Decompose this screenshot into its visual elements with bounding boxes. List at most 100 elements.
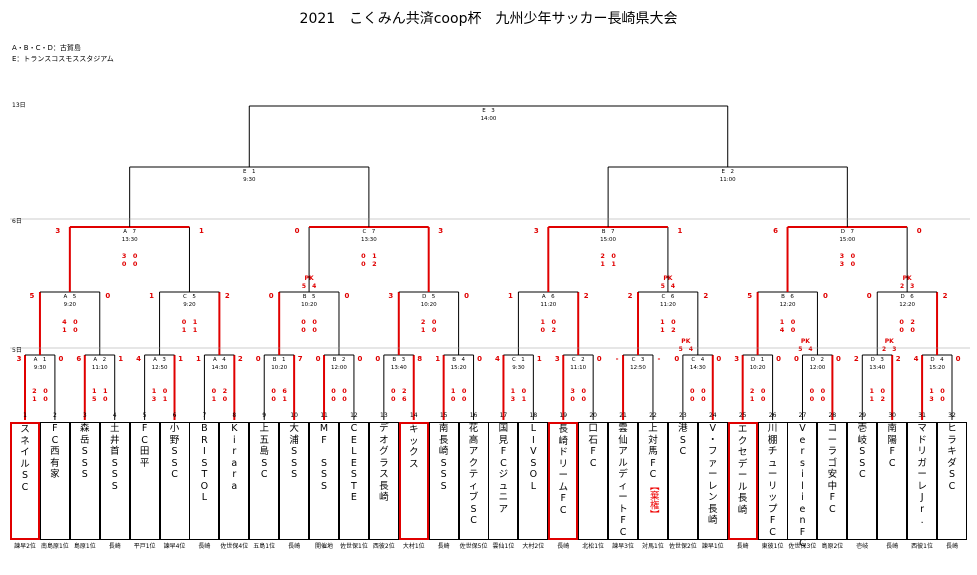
half-score: 0 2 [391, 387, 407, 395]
score-right: 8 [417, 355, 422, 363]
half-score: 1 0 [750, 395, 766, 403]
team-qualifier: 島原2位 [821, 543, 844, 550]
score-right: 0 [956, 355, 961, 363]
match-code: A 7 [123, 229, 136, 235]
half-score: 0 2 [541, 326, 557, 334]
half-score: 0 1 [361, 252, 377, 260]
score-left: 3 [388, 292, 393, 300]
match-time: 15:00 [600, 237, 616, 243]
match-code: D 7 [841, 229, 855, 235]
match-time: 15:00 [839, 237, 855, 243]
score-left: 6 [76, 355, 81, 363]
half-score: 3 0 [929, 395, 945, 403]
team-qualifier: 対馬1位 [642, 543, 664, 550]
score-right: 0 [716, 355, 721, 363]
team-qualifier: 佐世保4位 [220, 543, 249, 550]
match-time: 12:00 [331, 365, 347, 371]
match-time: 9:30 [512, 365, 525, 371]
half-score: 1 0 [511, 387, 527, 395]
score-right: 3 [438, 227, 443, 235]
half-score: 0 6 [271, 387, 287, 395]
half-score: 0 0 [451, 395, 467, 403]
match-time: 12:20 [899, 302, 915, 308]
half-score: 0 0 [331, 387, 347, 395]
half-score: 3 0 [570, 387, 586, 395]
score-left: 1 [149, 292, 154, 300]
match-time: 13:30 [122, 237, 138, 243]
score-right: 1 [178, 355, 183, 363]
half-score: 1 0 [780, 318, 796, 326]
half-score: 0 2 [212, 387, 228, 395]
half-score: 1 1 [600, 260, 616, 268]
match-code: C 4 [691, 357, 704, 363]
team-number: 3 [82, 412, 87, 419]
match-code: B 4 [452, 357, 465, 363]
half-score: 0 1 [182, 318, 198, 326]
match-code: E 2 [721, 169, 733, 175]
pk-score: 5 4 [679, 346, 693, 353]
team-qualifier: 諫早2位 [14, 543, 36, 550]
score-left: 0 [295, 227, 300, 235]
team-number: 1 [23, 412, 27, 419]
score-right: 1 [537, 355, 542, 363]
team-number: 16 [469, 412, 478, 419]
team-qualifier: 佐世保5位 [459, 543, 488, 550]
half-score: 1 2 [660, 326, 676, 334]
team-qualifier: 島原1位 [73, 543, 96, 550]
half-score: 1 0 [929, 387, 945, 395]
score-right: 0 [597, 355, 602, 363]
match-code: D 1 [751, 357, 764, 363]
half-score: 0 1 [271, 395, 287, 403]
match-time: 15:20 [451, 365, 467, 371]
half-score: 1 0 [212, 395, 228, 403]
team-qualifier: 雲仙1位 [492, 543, 515, 550]
team-number: 21 [619, 412, 627, 419]
match-time: 13:40 [869, 365, 885, 371]
half-score: 0 0 [899, 326, 915, 334]
match-time: 9:20 [64, 302, 77, 308]
half-score: 1 0 [152, 387, 168, 395]
pk-label: PK [801, 338, 810, 345]
team-number: 31 [918, 412, 926, 419]
score-left: 0 [375, 355, 380, 363]
team-number: 9 [262, 412, 267, 419]
team-number: 22 [649, 412, 657, 419]
venue-note-abcd: A・B・C・D：古賀島 [12, 44, 81, 52]
match-code: A 4 [213, 357, 226, 363]
team-number: 8 [232, 412, 237, 419]
half-score: 3 0 [840, 260, 856, 268]
team-qualifier: 平戸1位 [133, 543, 156, 550]
score-left: 2 [628, 292, 633, 300]
half-score: 3 1 [152, 395, 168, 403]
score-right: 1 [677, 227, 682, 235]
team-qualifier: 佐世保3位 [788, 543, 817, 550]
team-number: 25 [738, 412, 747, 419]
score-left: 0 [316, 355, 321, 363]
match-time: 11:20 [540, 302, 556, 308]
team-qualifier: 諫早3位 [612, 543, 634, 550]
score-left: 0 [256, 355, 261, 363]
team-number: 32 [948, 412, 956, 419]
team-qualifier: 長崎 [198, 543, 211, 550]
match-time: 9:30 [34, 365, 47, 371]
match-code: C 2 [572, 357, 585, 363]
match-time: 10:20 [750, 365, 766, 371]
score-left: 4 [495, 355, 500, 363]
team-qualifier: 東彼1位 [761, 543, 784, 550]
team-number: 2 [52, 412, 57, 419]
score-left: 3 [555, 355, 560, 363]
match-code: D 3 [871, 357, 885, 363]
match-time: 13:40 [391, 365, 407, 371]
score-left: 0 [674, 355, 679, 363]
day-label-5: 5日 [12, 347, 22, 354]
half-score: 1 1 [182, 326, 198, 334]
